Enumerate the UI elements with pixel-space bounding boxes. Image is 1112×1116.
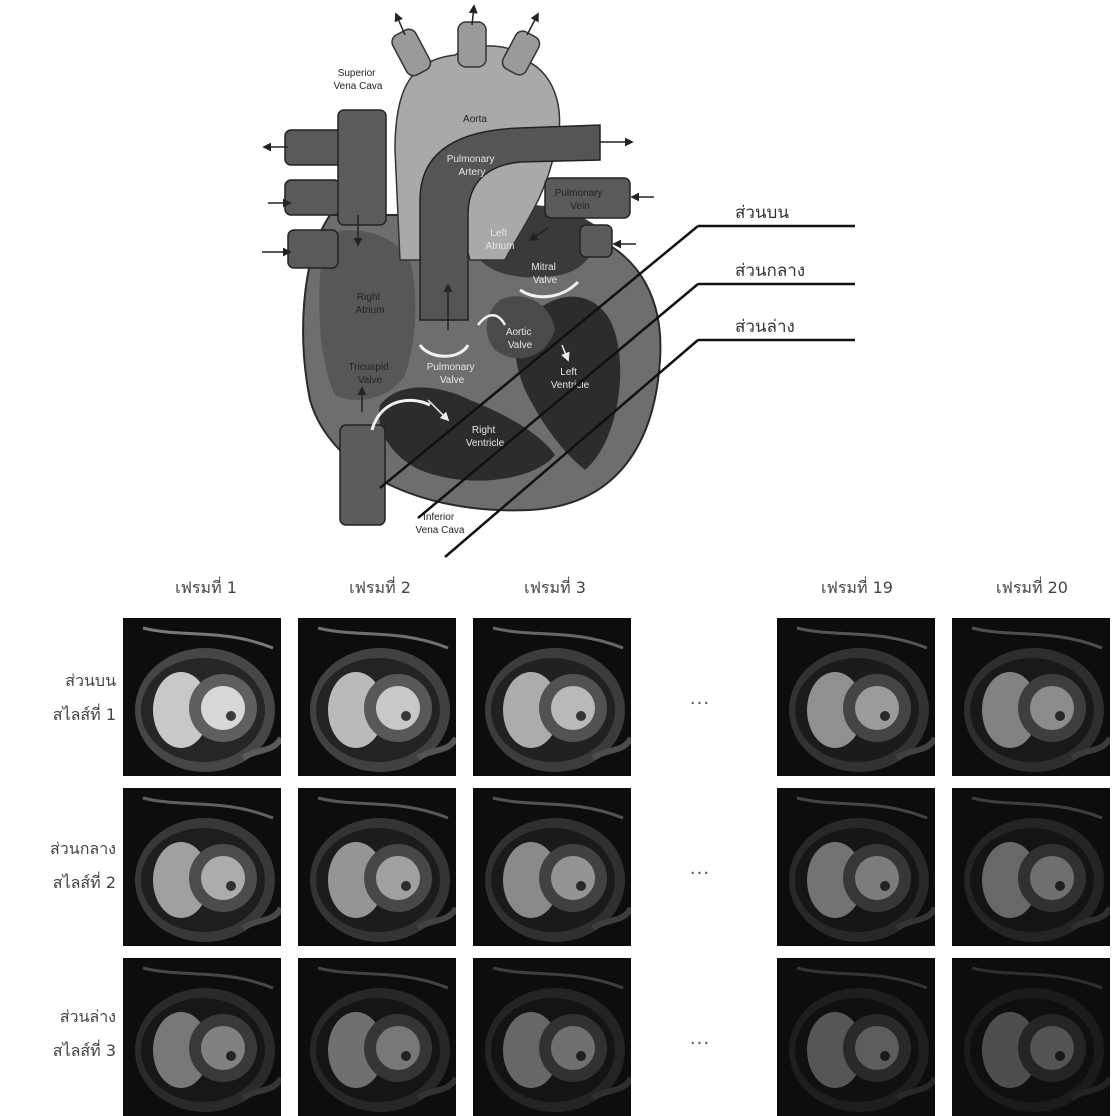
- row-label-slice-3: ส่วนล่าง สไลส์ที่ 3: [0, 1000, 116, 1068]
- row-label-slice-1: ส่วนบน สไลส์ที่ 1: [0, 664, 116, 732]
- mri-slice-3-frame-1: [123, 958, 281, 1116]
- row-slice-label: สไลส์ที่ 3: [0, 1034, 116, 1068]
- level-label-bottom: ส่วนล่าง: [735, 317, 795, 337]
- level-label-middle: ส่วนกลาง: [735, 261, 805, 281]
- pulmonary-vein-left-lower: [288, 230, 338, 268]
- ellipsis-row-1: ...: [680, 688, 720, 709]
- label-superior-vena-cava: Superior Vena Cava: [334, 68, 383, 92]
- ellipsis-row-2: ...: [680, 858, 720, 879]
- label-aorta: Aorta: [463, 114, 487, 125]
- row-label-slice-2: ส่วนกลาง สไลส์ที่ 2: [0, 832, 116, 900]
- mri-slice-2-frame-2: [298, 788, 456, 946]
- frame-header-2: เฟรมที่ 2: [300, 576, 460, 601]
- mri-slice-2-frame-3: [473, 788, 631, 946]
- frame-header-3: เฟรมที่ 3: [475, 576, 635, 601]
- level-label-top: ส่วนบน: [735, 203, 789, 223]
- ellipsis-row-3: ...: [680, 1028, 720, 1049]
- mri-slice-1-frame-3: [473, 618, 631, 776]
- row-slice-label: สไลส์ที่ 2: [0, 866, 116, 900]
- mri-slice-2-frame-5: [952, 788, 1110, 946]
- inferior-vena-cava-vessel: [340, 425, 385, 525]
- frame-header-19: เฟรมที่ 19: [777, 576, 937, 601]
- row-slice-label: สไลส์ที่ 1: [0, 698, 116, 732]
- label-inferior-vena-cava: Inferior Vena Cava: [416, 512, 465, 536]
- mri-slice-3-frame-2: [298, 958, 456, 1116]
- mri-slice-1-frame-4: [777, 618, 935, 776]
- mri-slice-1-frame-2: [298, 618, 456, 776]
- pulmonary-vein-right-lower: [580, 225, 612, 257]
- row-level-label: ส่วนกลาง: [0, 832, 116, 866]
- mri-slice-3-frame-3: [473, 958, 631, 1116]
- mri-slice-1-frame-5: [952, 618, 1110, 776]
- heart-anatomy-diagram: Superior Vena Cava Aorta Pulmonary Arter…: [0, 0, 1112, 560]
- frame-header-1: เฟรมที่ 1: [126, 576, 286, 601]
- frame-header-20: เฟรมที่ 20: [952, 576, 1112, 601]
- mri-slice-2-frame-4: [777, 788, 935, 946]
- superior-vena-cava-vessel: [338, 110, 386, 225]
- mri-slice-1-frame-1: [123, 618, 281, 776]
- mri-slice-2-frame-1: [123, 788, 281, 946]
- mri-slice-3-frame-4: [777, 958, 935, 1116]
- row-level-label: ส่วนบน: [0, 664, 116, 698]
- aorta-branch-middle: [458, 22, 486, 67]
- pulmonary-artery-left-branch: [285, 130, 345, 165]
- mri-slice-3-frame-5: [952, 958, 1110, 1116]
- row-level-label: ส่วนล่าง: [0, 1000, 116, 1034]
- pulmonary-vein-left-upper: [285, 180, 340, 215]
